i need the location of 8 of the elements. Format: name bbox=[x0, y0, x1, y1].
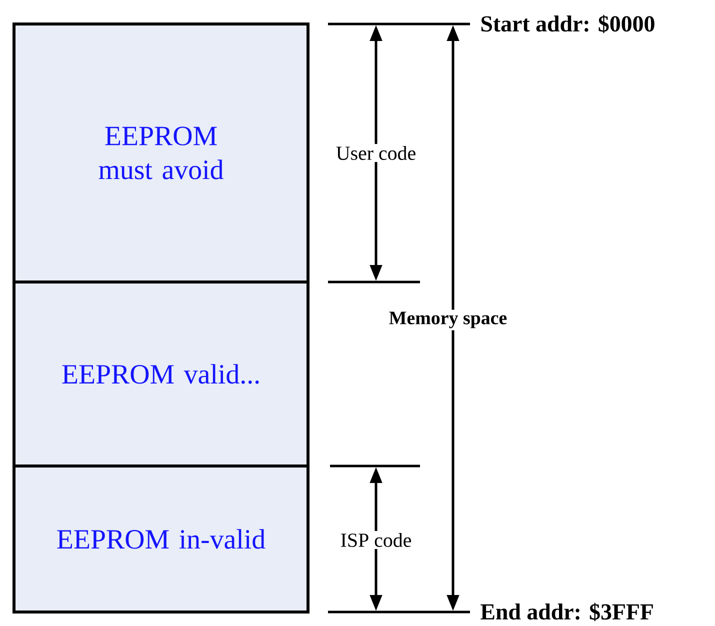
dimension-label: Memory space bbox=[386, 310, 510, 330]
dimension-label: User code bbox=[334, 144, 418, 162]
memory-block: EEPROM in-valid bbox=[12, 464, 310, 614]
dimension-label: End addr: $3FFF bbox=[480, 602, 653, 622]
dimension-label: Start addr: $0000 bbox=[481, 14, 654, 34]
dimension-label: ISP code bbox=[338, 530, 414, 549]
memory-block: EEPROM must avoid bbox=[12, 22, 310, 284]
memory-block: EEPROM valid... bbox=[12, 280, 310, 468]
